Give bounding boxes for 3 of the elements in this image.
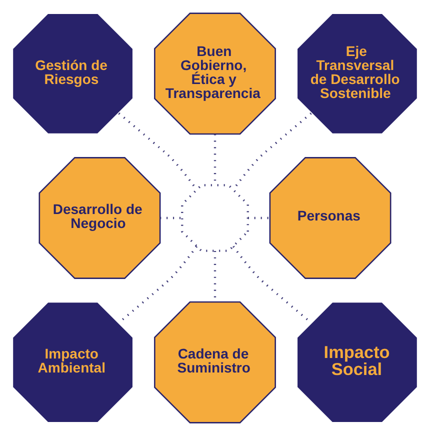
connector bbox=[248, 216, 270, 219]
connector bbox=[160, 216, 182, 219]
node-octagon bbox=[181, 184, 249, 252]
